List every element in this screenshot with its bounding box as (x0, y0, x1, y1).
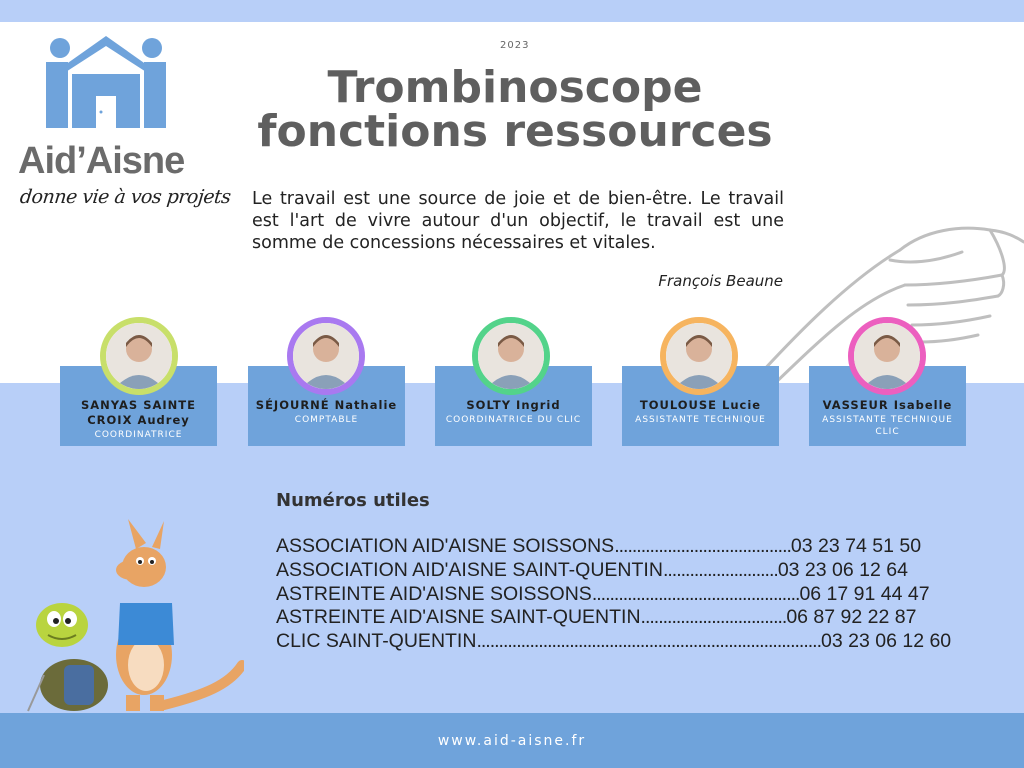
person-role: ASSISTANTE TECHNIQUE CLIC (822, 415, 953, 437)
person-role: COORDINATRICE DU CLIC (445, 415, 582, 425)
person-photo (472, 317, 550, 395)
numero-number[interactable]: 03 23 06 12 64 (777, 559, 908, 581)
person-photo (660, 317, 738, 395)
numero-row: ASSOCIATION AID'AISNE SAINT-QUENTIN.....… (276, 559, 908, 582)
quote-text: Le travail est une source de joie et de … (252, 189, 784, 253)
person-photo (287, 317, 365, 395)
hand-illustration-icon (748, 226, 1024, 390)
year-label: 2023 (500, 40, 530, 51)
numero-number[interactable]: 03 23 74 51 50 (790, 535, 922, 557)
person-name: VASSEUR Isabelle (822, 398, 953, 412)
numero-dots: ........................................… (476, 630, 822, 652)
numeros-title: Numéros utiles (276, 490, 430, 511)
numero-label: CLIC SAINT-QUENTIN (276, 630, 477, 652)
numero-dots: ........................................ (614, 535, 792, 557)
person-silhouette-icon (854, 323, 920, 389)
person-silhouette-icon (293, 323, 359, 389)
numero-row: ASTREINTE AID'AISNE SAINT-QUENTIN.......… (276, 606, 916, 629)
person-silhouette-icon (106, 323, 172, 389)
person-photo (848, 317, 926, 395)
numero-row: ASSOCIATION AID'AISNE SOISSONS..........… (276, 535, 921, 558)
person-role: ASSISTANTE TECHNIQUE (635, 415, 766, 425)
person-name: SOLTY Ingrid (466, 398, 561, 412)
title-line-2: fonctions ressources (257, 106, 773, 157)
person-role: COORDINATRICE (94, 430, 183, 440)
numero-label: ASTREINTE AID'AISNE SAINT-QUENTIN (276, 606, 641, 628)
logo-tagline: donne vie à vos projets (18, 186, 232, 208)
numero-label: ASTREINTE AID'AISNE SOISSONS (276, 583, 592, 605)
numero-number[interactable]: 06 87 92 22 87 (786, 606, 917, 628)
numero-number[interactable]: 03 23 06 12 60 (821, 630, 952, 652)
quote-author: François Beaune (658, 272, 783, 290)
numero-row: ASTREINTE AID'AISNE SOISSONS............… (276, 583, 930, 606)
footer-website-link[interactable]: www.aid-aisne.fr (437, 732, 587, 749)
top-strip (0, 0, 1024, 22)
footer: www.aid-aisne.fr (0, 713, 1024, 768)
page-title: Trombinoscope fonctions ressources (230, 66, 800, 154)
logo-name: Aid’Aisne (18, 140, 185, 182)
person-silhouette-icon (666, 323, 732, 389)
title-line-1: Trombinoscope (327, 62, 703, 113)
numero-label: ASSOCIATION AID'AISNE SAINT-QUENTIN (276, 559, 663, 581)
person-photo (100, 317, 178, 395)
numero-dots: .......................... (662, 559, 779, 581)
person-name: TOULOUSE Lucie (639, 398, 762, 412)
person-name: SANYAS SAINTE CROIX Audrey (80, 398, 196, 427)
numero-number[interactable]: 06 17 91 44 47 (799, 583, 930, 605)
mascots-illustration-icon (27, 519, 244, 712)
house-people-logo-icon (46, 36, 166, 128)
numero-dots: ........................................… (591, 583, 801, 605)
person-role: COMPTABLE (294, 415, 359, 425)
person-silhouette-icon (478, 323, 544, 389)
person-name: SÉJOURNÉ Nathalie (255, 398, 398, 412)
numero-dots: ................................. (640, 606, 788, 628)
numero-row: CLIC SAINT-QUENTIN......................… (276, 630, 951, 653)
numero-label: ASSOCIATION AID'AISNE SOISSONS (276, 535, 615, 557)
